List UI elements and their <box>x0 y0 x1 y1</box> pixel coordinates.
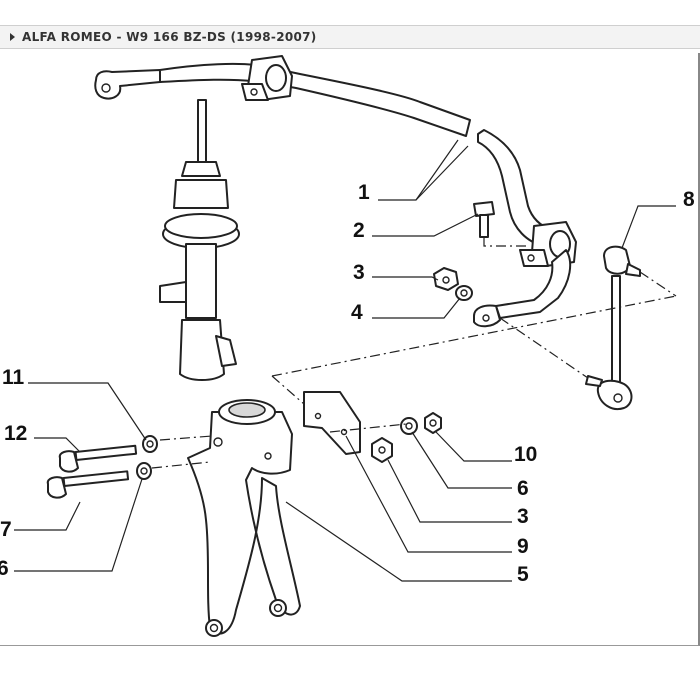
bolt-7[interactable] <box>46 470 130 499</box>
washer-6-left[interactable] <box>136 462 152 480</box>
knuckle-arm[interactable] <box>187 399 301 637</box>
expand-arrow-icon[interactable] <box>10 33 15 41</box>
assembly-lines <box>151 238 677 469</box>
callout-6-left[interactable]: 6 <box>0 557 9 580</box>
drop-link[interactable] <box>585 245 641 410</box>
callout-1[interactable]: 1 <box>358 181 370 204</box>
callout-8[interactable]: 8 <box>683 188 695 211</box>
bolt-12[interactable] <box>58 444 138 473</box>
nut-3-lower[interactable] <box>371 437 393 463</box>
page-title: ALFA ROMEO - W9 166 BZ-DS (1998-2007) <box>22 30 317 44</box>
washer-11[interactable] <box>142 435 158 453</box>
callout-11[interactable]: 11 <box>2 366 25 389</box>
leader-lines <box>14 139 676 582</box>
washer-4[interactable] <box>455 285 473 301</box>
callout-labels: 1 2 3 4 8 11 12 7 6 10 6 3 9 5 <box>0 181 695 586</box>
breadcrumb-bar: ALFA ROMEO - W9 166 BZ-DS (1998-2007) <box>0 25 700 49</box>
shock-absorber <box>159 99 240 381</box>
callout-12[interactable]: 12 <box>4 422 27 445</box>
bracket[interactable] <box>303 391 361 455</box>
callout-5[interactable]: 5 <box>517 563 529 586</box>
callout-7[interactable]: 7 <box>0 518 12 541</box>
washer-6-right[interactable] <box>400 417 418 435</box>
callout-6-right[interactable]: 6 <box>517 477 529 500</box>
callout-9[interactable]: 9 <box>517 535 529 558</box>
callout-2[interactable]: 2 <box>353 219 365 242</box>
stabilizer-bar[interactable] <box>94 55 577 328</box>
diagram-frame <box>0 53 700 646</box>
callout-10[interactable]: 10 <box>514 443 537 466</box>
callout-3-upper[interactable]: 3 <box>353 261 365 284</box>
callout-4[interactable]: 4 <box>351 301 363 324</box>
callout-3-lower[interactable]: 3 <box>517 505 529 528</box>
nut-10[interactable] <box>424 412 442 434</box>
bolt-2[interactable] <box>473 201 495 238</box>
nut-3-upper[interactable] <box>433 267 459 291</box>
